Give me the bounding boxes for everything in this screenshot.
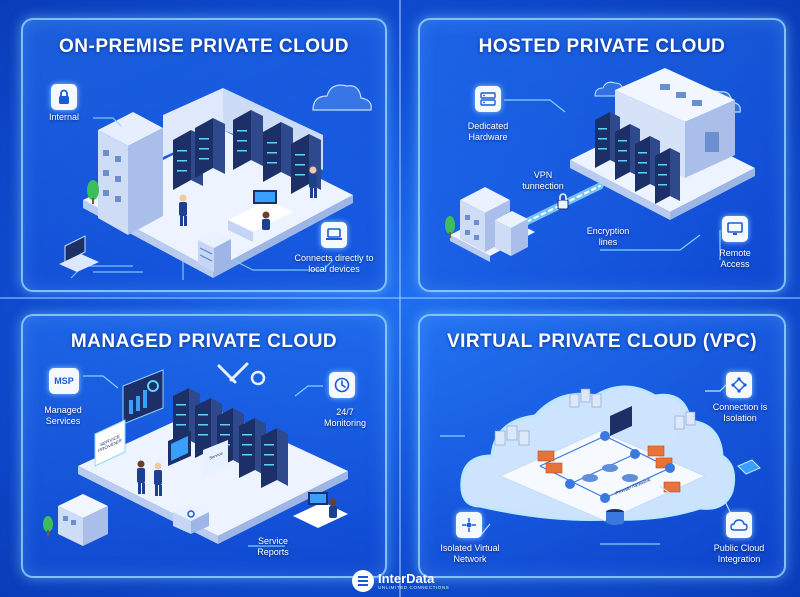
hosted-illustration bbox=[445, 68, 755, 262]
panel-managed: MANAGED PRIVATE CLOUD bbox=[21, 314, 387, 578]
callout-managed: Managed Services bbox=[44, 405, 82, 426]
managed-illustration bbox=[43, 362, 348, 547]
panel-title: HOSTED PRIVATE CLOUD bbox=[478, 36, 726, 57]
panel-on-premise: ON-PREMISE PRIVATE CLOUD bbox=[21, 18, 387, 292]
panel-title: ON-PREMISE PRIVATE CLOUD bbox=[59, 36, 349, 57]
callout-isolated: Isolated Virtual Network bbox=[440, 543, 500, 564]
panel-title: VIRTUAL PRIVATE CLOUD (VPC) bbox=[446, 331, 758, 352]
callout-encryption: Encryption lines bbox=[586, 226, 630, 247]
msp-badge-icon: MSP bbox=[49, 368, 79, 394]
vpc-illustration bbox=[440, 378, 761, 545]
callout-reports: Service Reports bbox=[257, 536, 289, 557]
callout-remote: Remote Access bbox=[719, 248, 751, 269]
callout-monitoring: 24/7 Monitoring bbox=[323, 407, 367, 428]
interdata-logo-icon bbox=[352, 570, 374, 592]
panel-title: MANAGED PRIVATE CLOUD bbox=[70, 331, 338, 352]
callout-dedicated: Dedicated Hardware bbox=[467, 121, 509, 142]
server-icon bbox=[475, 86, 501, 112]
brand-name: InterData bbox=[378, 570, 435, 586]
isolated-network-icon bbox=[456, 512, 482, 538]
on-premise-illustration bbox=[59, 84, 372, 280]
callout-internal: Internal bbox=[48, 112, 80, 122]
brand-tagline: UNLIMITED CONNECTIONS bbox=[378, 584, 450, 590]
vertical-divider bbox=[399, 0, 401, 597]
panel-hosted: HOSTED PRIVATE CLOUD bbox=[418, 18, 786, 292]
lock-icon bbox=[51, 84, 77, 110]
callout-connection: Connection is Isolation bbox=[712, 402, 768, 423]
clock-icon bbox=[329, 372, 355, 398]
brand-logo-area: InterData UNLIMITED CONNECTIONS bbox=[352, 568, 449, 594]
cloud-icon bbox=[726, 512, 752, 538]
callout-vpn: VPN tunnection bbox=[522, 170, 564, 191]
network-node-icon bbox=[726, 372, 752, 398]
callout-public: Public Cloud Integration bbox=[713, 543, 765, 564]
laptop-icon bbox=[321, 222, 347, 248]
callout-connects: Connects directly to local devices bbox=[294, 253, 374, 274]
monitor-icon bbox=[722, 216, 748, 242]
panel-vpc: VIRTUAL PRIVATE CLOUD (VPC) bbox=[418, 314, 786, 578]
